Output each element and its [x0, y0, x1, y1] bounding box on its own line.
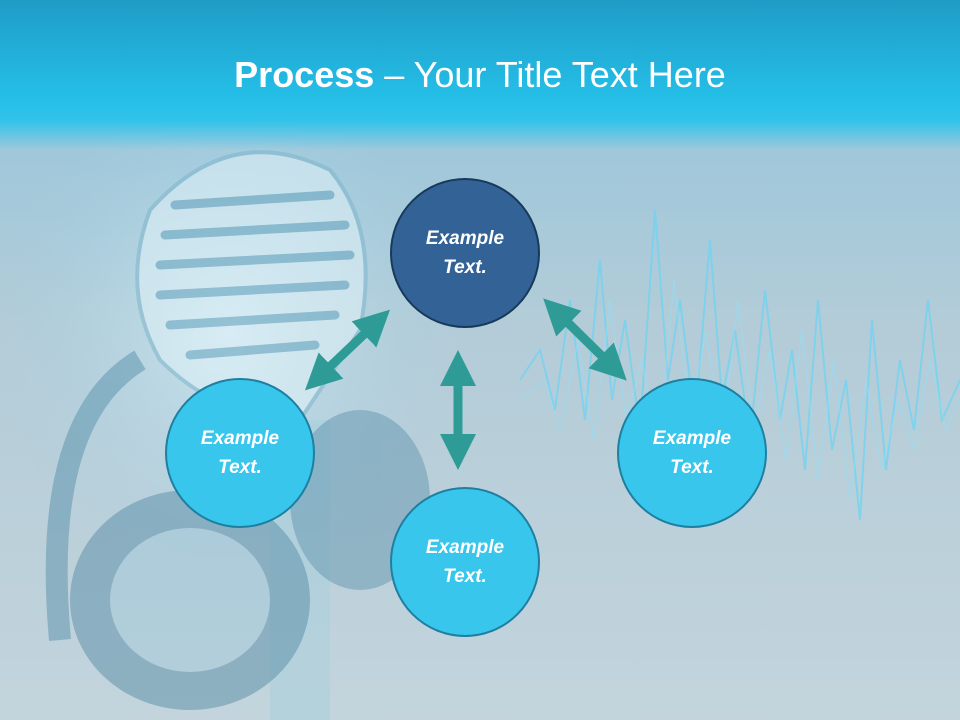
- title-bold: Process: [234, 54, 375, 95]
- title-bar: [0, 0, 960, 150]
- headphones-icon: [45, 350, 430, 710]
- process-node-right: Example Text.: [617, 378, 767, 528]
- node-label: Example Text.: [652, 428, 732, 478]
- waveform-line: [519, 209, 960, 521]
- process-node-bottom: Example Text.: [390, 487, 540, 637]
- slide-title: Process – Your Title Text Here: [0, 52, 960, 98]
- node-label: Example Text.: [200, 428, 280, 478]
- node-label: Example Text.: [425, 228, 505, 278]
- process-node-left: Example Text.: [165, 378, 315, 528]
- node-label: Example Text.: [425, 537, 505, 587]
- title-rest: – Your Title Text Here: [374, 54, 726, 95]
- process-node-top: Example Text.: [390, 178, 540, 328]
